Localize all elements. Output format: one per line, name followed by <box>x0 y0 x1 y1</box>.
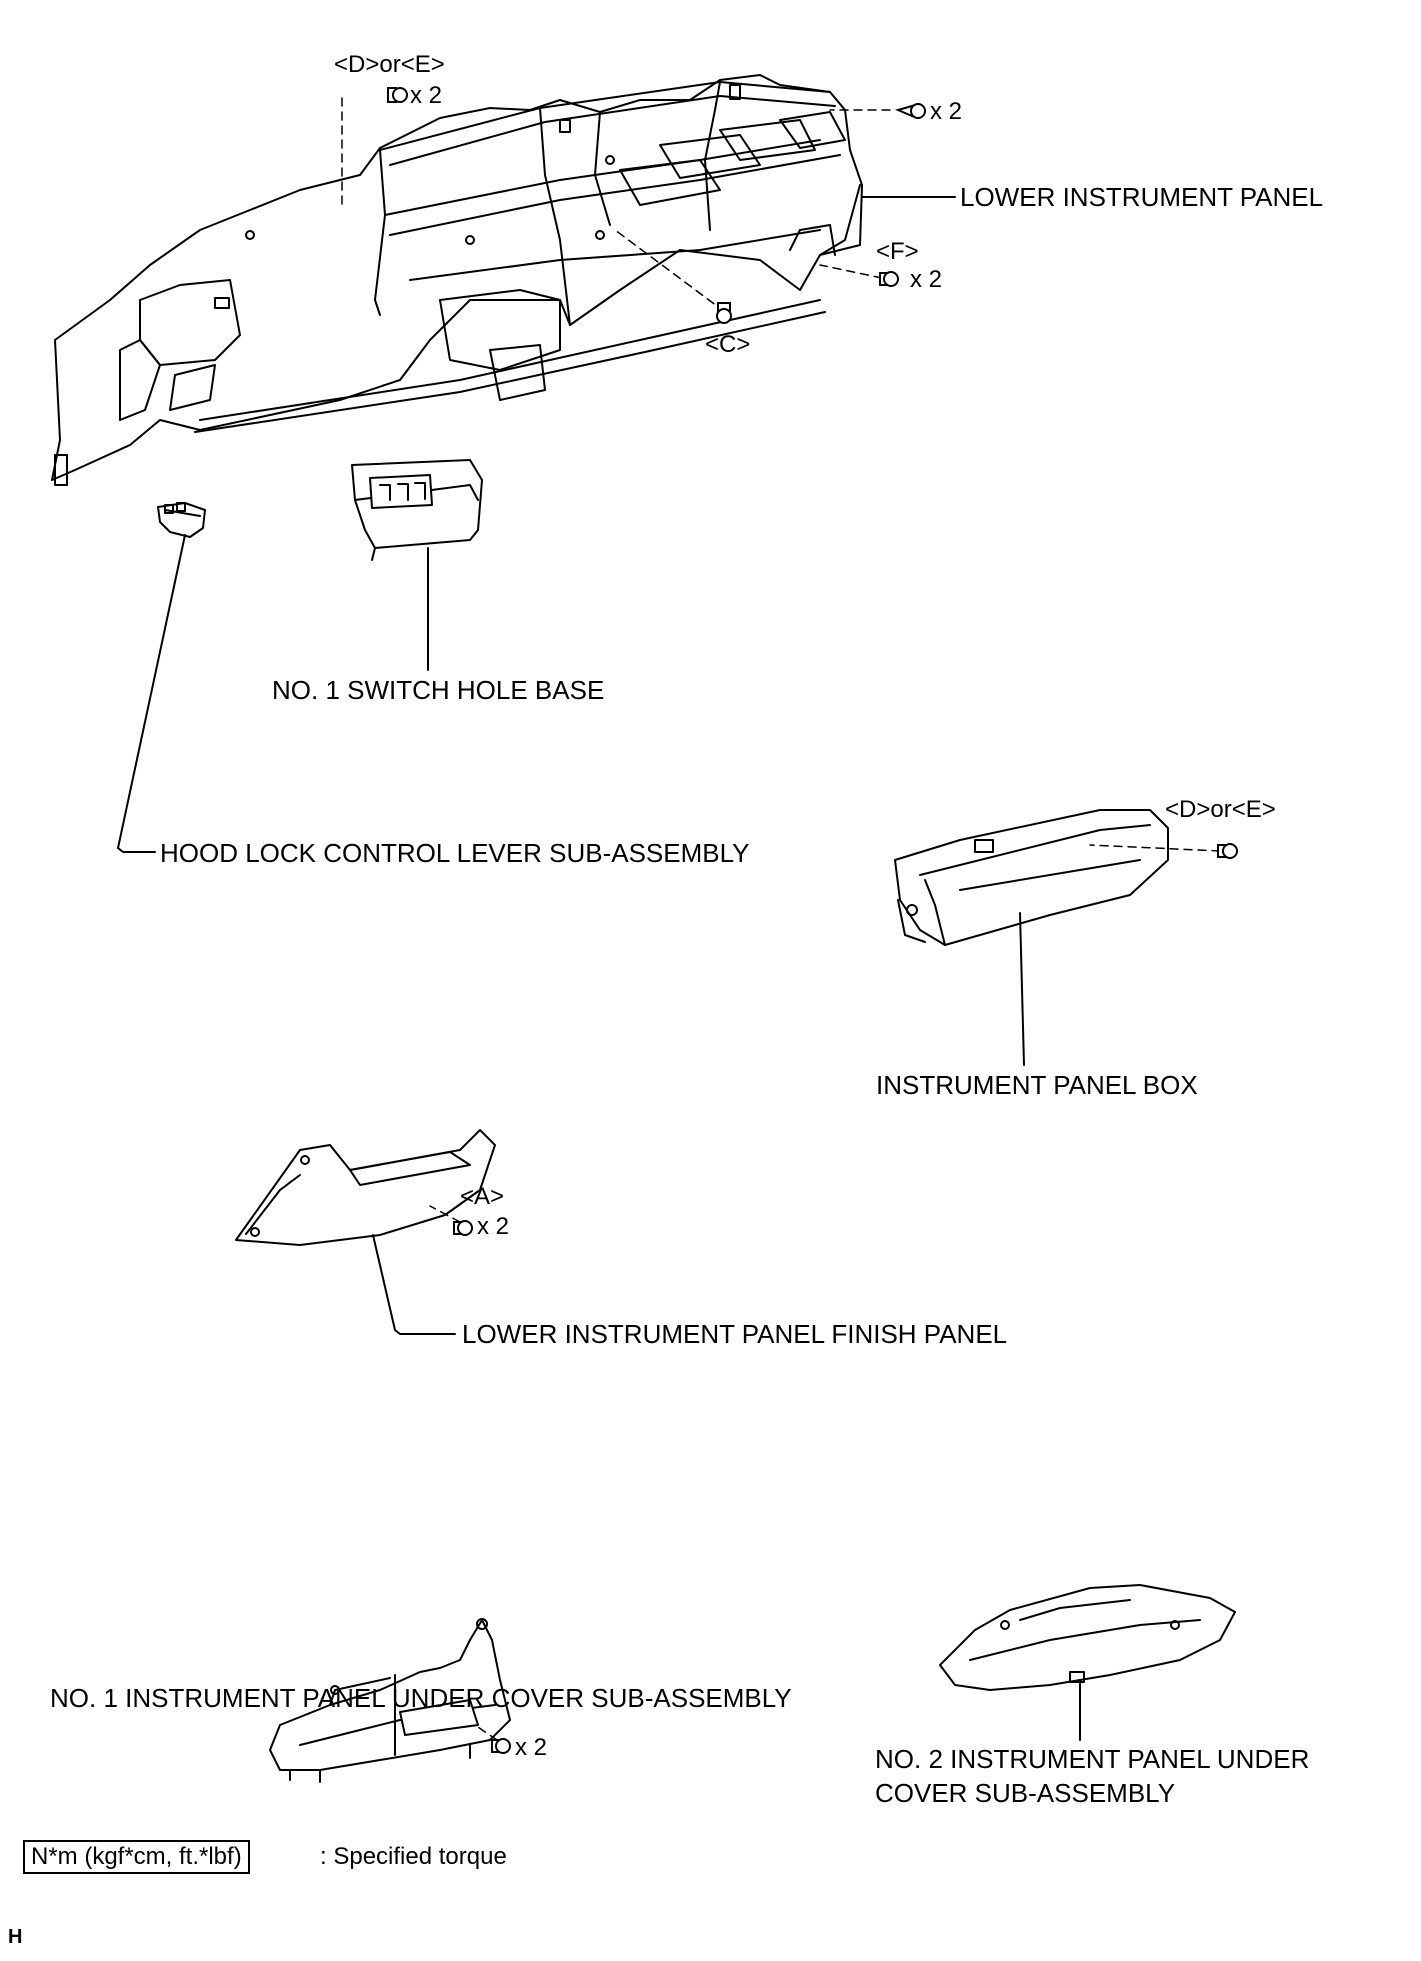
fastener-code-a: <A> <box>460 1183 505 1210</box>
bolt-icon <box>1217 843 1238 859</box>
fastener-qty-a: x 2 <box>477 1213 510 1240</box>
bolt-icon <box>453 1220 473 1236</box>
bolt-icon <box>716 302 732 324</box>
leader-hood-lock-lever <box>117 534 186 853</box>
label-under-cover-2-line2: COVER SUB-ASSEMBLY <box>875 1778 1176 1808</box>
torque-legend-text: : Specified torque <box>320 1843 507 1870</box>
under-cover-2-drawing <box>939 1584 1236 1691</box>
leader-finish-panel <box>372 1234 456 1335</box>
switch-hole-base-drawing <box>351 459 483 561</box>
label-hood-lock-lever: HOOD LOCK CONTROL LEVER SUB-ASSEMBLY <box>160 838 750 868</box>
fastener-qty-top-right: x 2 <box>930 98 963 125</box>
torque-legend-box: N*m (kgf*cm, ft.*lbf) <box>23 1840 250 1874</box>
label-under-cover-1: NO. 1 INSTRUMENT PANEL UNDER COVER SUB-A… <box>50 1683 792 1713</box>
fastener-code-box: <D>or<E> <box>1165 796 1276 823</box>
label-under-cover-2-line1: NO. 2 INSTRUMENT PANEL UNDER <box>875 1744 1310 1774</box>
under-cover-1-drawing <box>269 1618 511 1783</box>
label-switch-hole-base: NO. 1 SWITCH HOLE BASE <box>272 675 605 705</box>
lower-instrument-panel-drawing <box>51 74 863 486</box>
finish-panel-drawing <box>235 1129 496 1246</box>
hood-lock-lever-drawing <box>157 502 206 538</box>
leader-instrument-panel-box <box>1019 912 1025 1066</box>
fastener-code-f: <F> <box>876 238 919 265</box>
bolt-icon <box>895 103 926 119</box>
page-mark: H <box>8 1926 23 1948</box>
fastener-qty-f: x 2 <box>910 266 943 293</box>
instrument-panel-box-drawing <box>894 809 1169 946</box>
fastener-qty-top-left: x 2 <box>410 82 443 109</box>
label-lower-instrument-panel: LOWER INSTRUMENT PANEL <box>960 182 1324 212</box>
fastener-code-c: <C> <box>705 331 751 358</box>
label-finish-panel: LOWER INSTRUMENT PANEL FINISH PANEL <box>462 1319 1008 1349</box>
bolt-icon <box>491 1738 511 1754</box>
fastener-qty-under-cover: x 2 <box>515 1734 548 1761</box>
bolt-icon <box>387 87 408 103</box>
fastener-code-top-left: <D>or<E> <box>334 51 445 78</box>
label-instrument-panel-box: INSTRUMENT PANEL BOX <box>876 1070 1198 1100</box>
bolt-icon <box>879 271 899 287</box>
